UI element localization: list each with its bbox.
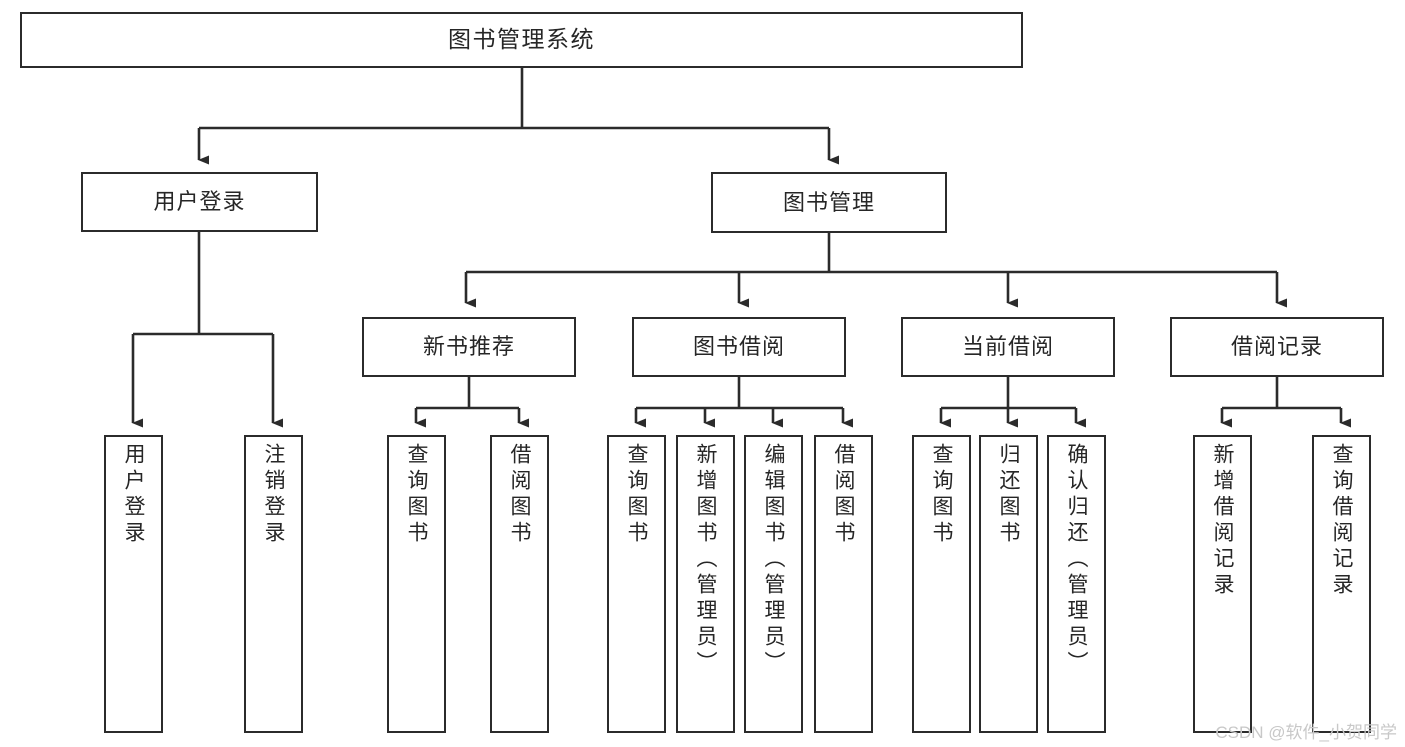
node-label: 查询借阅记录 bbox=[1330, 443, 1353, 599]
node-label: 用户登录 bbox=[122, 443, 145, 547]
leaf-borrow-edit-book[interactable]: 编辑图书（管理员） bbox=[744, 435, 803, 733]
leaf-borrow-add-book[interactable]: 新增图书（管理员） bbox=[676, 435, 735, 733]
node-label: 借阅图书 bbox=[508, 443, 531, 547]
node-label: 编辑图书（管理员） bbox=[762, 443, 785, 677]
node-book-borrow[interactable]: 图书借阅 bbox=[632, 317, 846, 377]
node-book-management[interactable]: 图书管理 bbox=[711, 172, 947, 233]
node-label: 查询图书 bbox=[625, 443, 648, 547]
node-label: 查询图书 bbox=[405, 443, 428, 547]
node-label: 确认归还（管理员） bbox=[1065, 443, 1088, 677]
node-label: 归还图书 bbox=[997, 443, 1020, 547]
node-label: 图书管理系统 bbox=[448, 26, 595, 53]
node-label: 新书推荐 bbox=[422, 334, 515, 360]
leaf-record-query[interactable]: 查询借阅记录 bbox=[1312, 435, 1371, 733]
node-label: 图书管理 bbox=[782, 189, 875, 215]
node-label: 新增图书（管理员） bbox=[694, 443, 717, 677]
leaf-recommend-query-book[interactable]: 查询图书 bbox=[387, 435, 446, 733]
node-new-book-recommend[interactable]: 新书推荐 bbox=[362, 317, 576, 377]
leaf-current-return-book[interactable]: 归还图书 bbox=[979, 435, 1038, 733]
node-label: 借阅记录 bbox=[1230, 334, 1323, 360]
node-borrow-record[interactable]: 借阅记录 bbox=[1170, 317, 1384, 377]
node-label: 用户登录 bbox=[153, 189, 246, 215]
node-label: 注销登录 bbox=[262, 443, 285, 547]
node-current-borrow[interactable]: 当前借阅 bbox=[901, 317, 1115, 377]
node-label: 借阅图书 bbox=[832, 443, 855, 547]
node-user-login[interactable]: 用户登录 bbox=[81, 172, 318, 232]
node-label: 当前借阅 bbox=[961, 334, 1054, 360]
leaf-recommend-borrow-book[interactable]: 借阅图书 bbox=[490, 435, 549, 733]
leaf-user-login[interactable]: 用户登录 bbox=[104, 435, 163, 733]
node-root-system[interactable]: 图书管理系统 bbox=[20, 12, 1023, 68]
node-label: 新增借阅记录 bbox=[1211, 443, 1234, 599]
leaf-borrow-query-book[interactable]: 查询图书 bbox=[607, 435, 666, 733]
leaf-current-query-book[interactable]: 查询图书 bbox=[912, 435, 971, 733]
leaf-user-logout[interactable]: 注销登录 bbox=[244, 435, 303, 733]
node-label: 查询图书 bbox=[930, 443, 953, 547]
node-label: 图书借阅 bbox=[692, 334, 785, 360]
leaf-borrow-borrow-book[interactable]: 借阅图书 bbox=[814, 435, 873, 733]
leaf-current-confirm-return[interactable]: 确认归还（管理员） bbox=[1047, 435, 1106, 733]
leaf-record-add[interactable]: 新增借阅记录 bbox=[1193, 435, 1252, 733]
